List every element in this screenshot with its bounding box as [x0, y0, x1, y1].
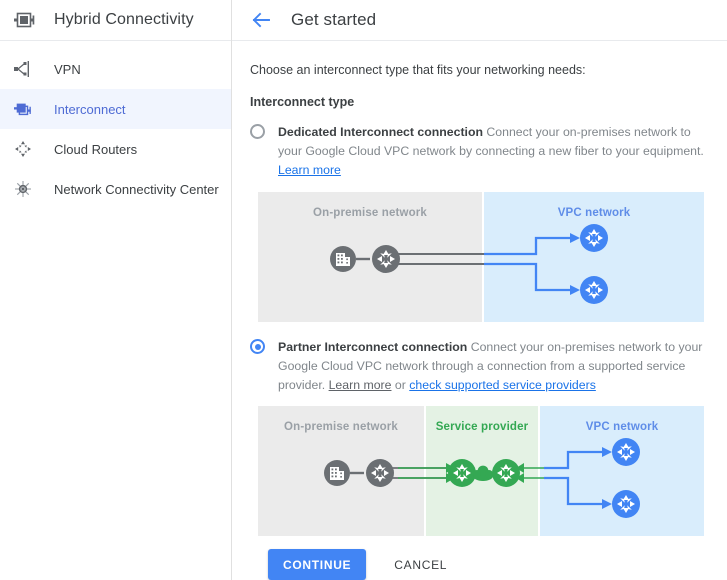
intro-text: Choose an interconnect type that fits yo…	[250, 63, 586, 77]
sidebar-header: Hybrid Connectivity	[0, 0, 231, 41]
partner-diagram: On-premise network Service provider VPC …	[258, 406, 704, 536]
diagram2-label-vpc: VPC network	[585, 421, 659, 433]
radio-partner-description: Connect your on-premises network to your…	[278, 340, 703, 392]
page-title: Get started	[291, 10, 377, 29]
diagram1-label-vpc: VPC network	[557, 207, 631, 219]
radio-dedicated-text: Dedicated Interconnect connection Connec…	[265, 123, 711, 180]
sidebar-item-cloud-routers[interactable]: Cloud Routers	[0, 129, 231, 169]
learn-more-link-partner[interactable]: Learn more	[328, 378, 392, 392]
sidebar-item-vpn[interactable]: VPN	[0, 49, 231, 89]
diagram2-label-onprem: On-premise network	[284, 421, 398, 433]
action-bar: CONTINUE CANCEL	[250, 536, 711, 580]
radio-partner-text: Partner Interconnect connection Connect …	[265, 338, 711, 395]
radio-partner-title: Partner Interconnect connection	[278, 340, 468, 354]
cloud-icon	[473, 465, 493, 481]
section-label-interconnect-type: Interconnect type	[250, 95, 355, 109]
diagram2-graphics	[324, 438, 640, 518]
sidebar-item-label: VPN	[54, 61, 81, 77]
diagram1-label-onprem: On-premise network	[313, 207, 427, 219]
radio-dedicated-description: Connect your on-premises network to your…	[278, 125, 704, 158]
radio-option-dedicated[interactable]: Dedicated Interconnect connection Connec…	[250, 123, 711, 180]
interconnect-icon	[14, 10, 44, 30]
cancel-button[interactable]: CANCEL	[382, 549, 459, 580]
radio-dedicated[interactable]	[250, 124, 265, 139]
vpn-tunnel-icon	[14, 60, 44, 78]
cloud-router-icon	[14, 140, 44, 158]
main-header: Get started	[232, 0, 727, 41]
diagram1-panel-onprem: On-premise network	[258, 192, 482, 322]
main-panel: Get started Choose an interconnect type …	[232, 0, 727, 580]
interconnect-icon	[14, 100, 44, 118]
sidebar: Hybrid Connectivity VPN	[0, 0, 232, 580]
sidebar-nav: VPN Interconnect	[0, 41, 231, 209]
sidebar-item-network-connectivity-center[interactable]: Network Connectivity Center	[0, 169, 231, 209]
diagram1-graphics	[330, 224, 608, 304]
diagram2-label-service-provider: Service provider	[435, 421, 529, 433]
arrow-left-icon[interactable]	[249, 8, 273, 32]
sidebar-item-label: Cloud Routers	[54, 141, 138, 157]
hub-spoke-icon	[14, 180, 44, 198]
product-title: Hybrid Connectivity	[54, 11, 194, 28]
continue-button[interactable]: CONTINUE	[268, 549, 367, 580]
conjunction-or: or	[394, 378, 406, 392]
check-supported-providers-link[interactable]: check supported service providers	[409, 378, 596, 392]
dedicated-diagram: On-premise network VPC network	[258, 192, 704, 322]
sidebar-item-label: Interconnect	[54, 101, 126, 117]
sidebar-item-label: Network Connectivity Center	[54, 181, 219, 197]
learn-more-link-dedicated[interactable]: Learn more	[278, 163, 341, 177]
radio-partner[interactable]	[250, 339, 265, 354]
radio-option-partner[interactable]: Partner Interconnect connection Connect …	[250, 338, 711, 395]
radio-dedicated-title: Dedicated Interconnect connection	[278, 125, 483, 139]
sidebar-item-interconnect[interactable]: Interconnect	[0, 89, 231, 129]
main-content: Choose an interconnect type that fits yo…	[232, 41, 727, 580]
